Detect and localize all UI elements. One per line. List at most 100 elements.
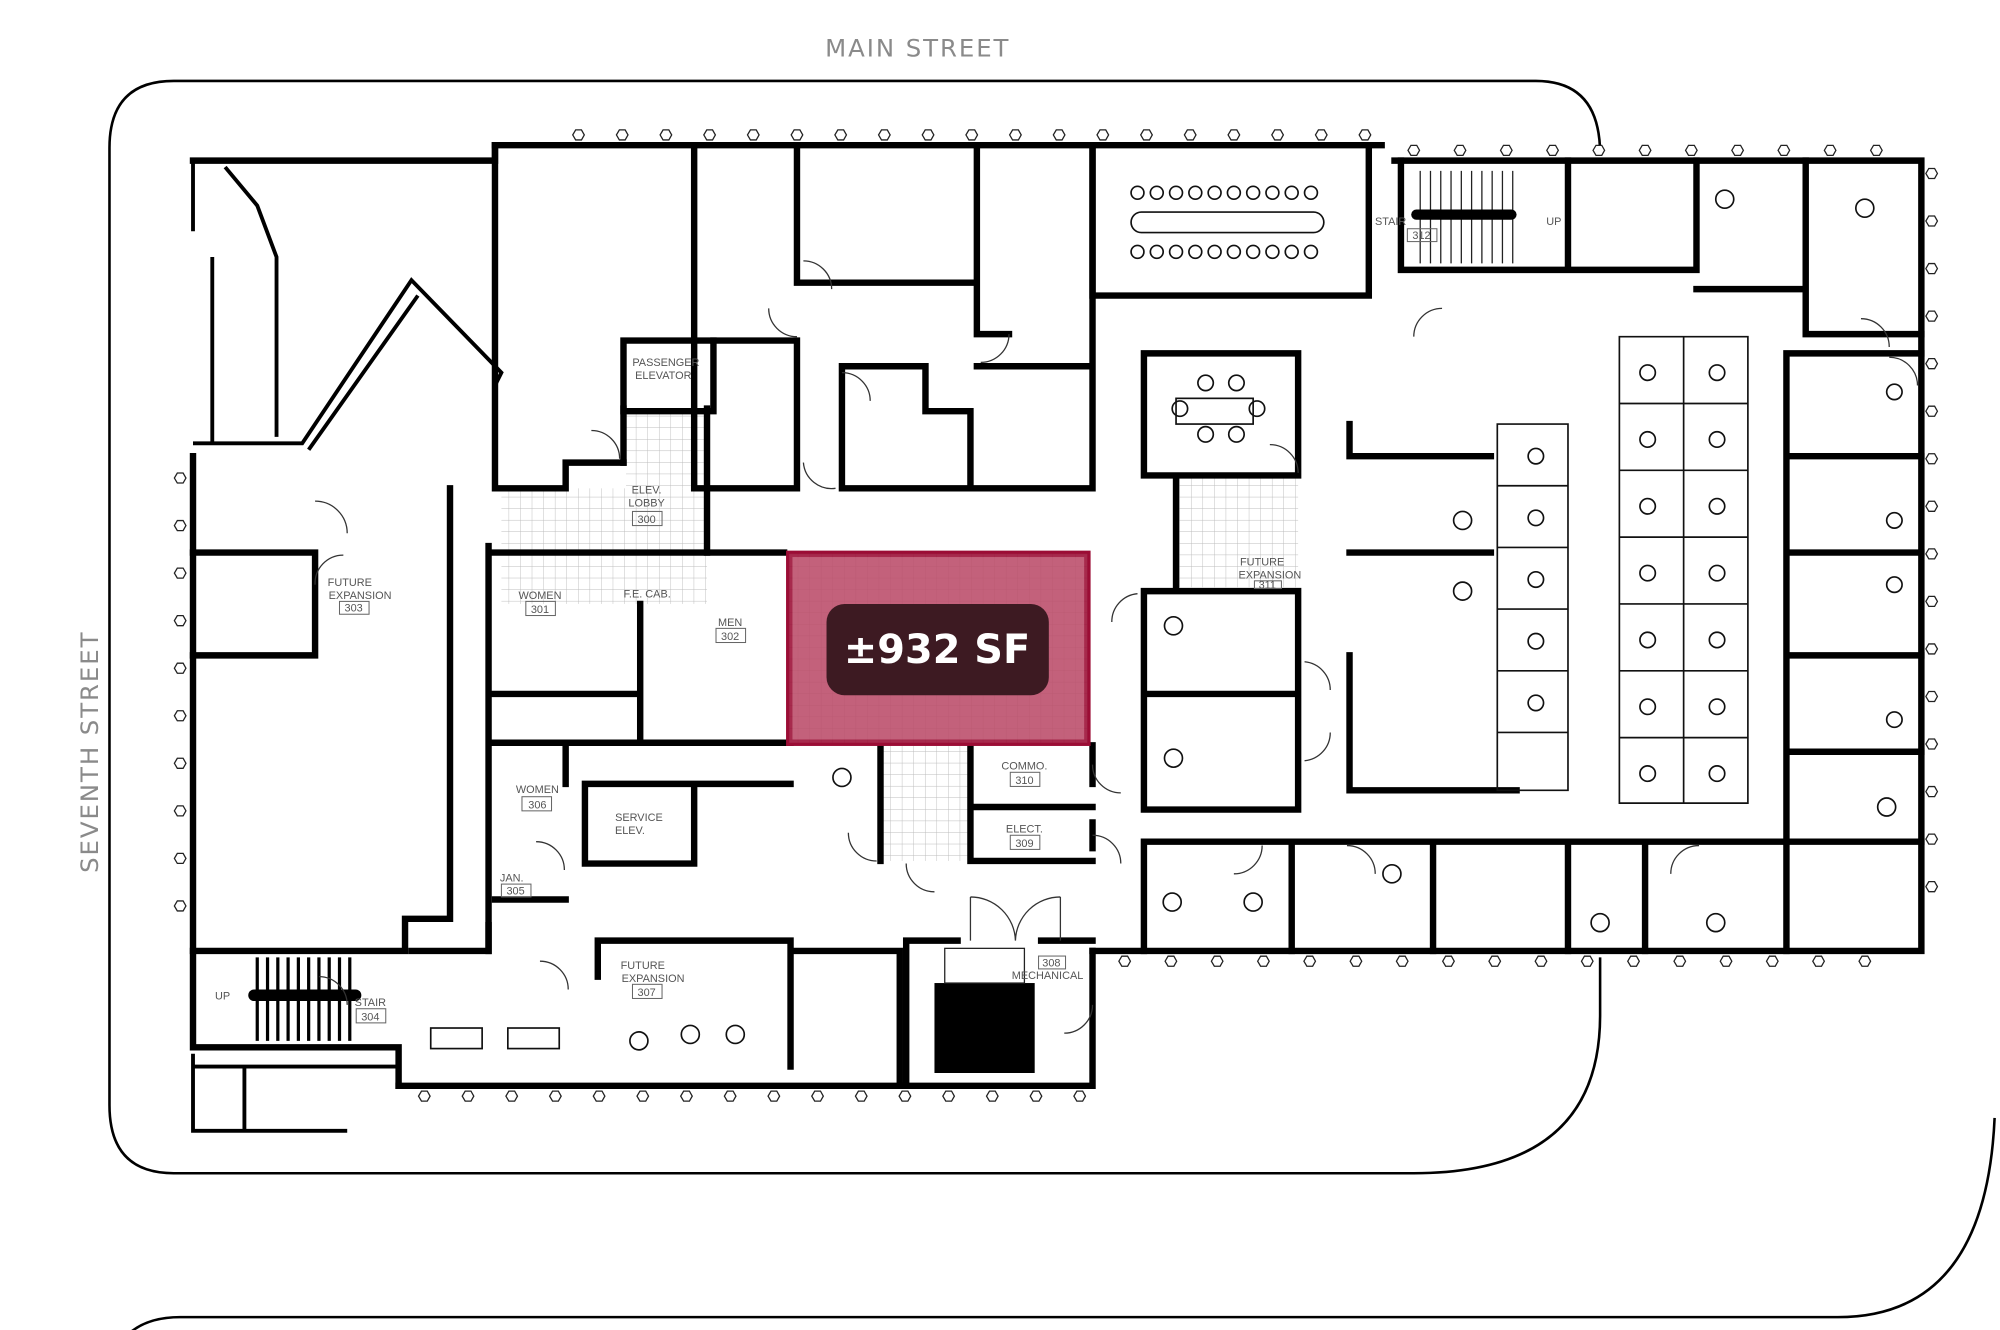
furniture (429, 211, 1749, 1050)
column-marker (571, 129, 586, 141)
stair-312-label: STAIR (1375, 216, 1406, 228)
chair-icon (1708, 765, 1726, 783)
chair-icon (1452, 581, 1473, 601)
chair-icon (1705, 912, 1726, 933)
chair-icon (1885, 711, 1903, 729)
column-marker (1684, 144, 1698, 157)
column-marker (965, 129, 979, 141)
column-marker (1925, 738, 1939, 750)
room-number-310: 310 (1015, 775, 1033, 787)
stair-312-up: UP (1546, 216, 1561, 228)
chair-icon (1854, 198, 1875, 219)
column-marker (1453, 144, 1467, 157)
column-marker (1210, 955, 1224, 967)
column-marker (1673, 955, 1687, 967)
column-marker (1139, 129, 1154, 141)
column-marker (1777, 144, 1791, 157)
column-marker (173, 900, 187, 912)
room-number-304: 304 (361, 1011, 379, 1023)
chair-icon (1188, 185, 1203, 201)
column-marker (1395, 955, 1409, 967)
highlighted-suite[interactable]: ±932 SF (786, 550, 1091, 746)
doors (314, 260, 1919, 1034)
column-marker (636, 1090, 650, 1102)
chair-icon (1639, 430, 1657, 449)
elect-309-label: ELECT. (1006, 824, 1043, 836)
chair-icon (1207, 185, 1222, 201)
column-marker (1765, 955, 1779, 967)
column-marker (1441, 955, 1455, 967)
chair-icon (1207, 244, 1222, 260)
column-marker (1925, 643, 1939, 655)
chair-icon (1248, 400, 1266, 418)
column-marker (1183, 129, 1197, 141)
column-marker (1925, 785, 1939, 798)
column-marker (1096, 129, 1110, 141)
elev-lobby-label-2: LOBBY (628, 497, 665, 509)
column-marker (173, 567, 187, 579)
women-301-label: WOMEN (518, 590, 561, 602)
curb-outline (108, 79, 1602, 1175)
column-marker (173, 757, 187, 769)
passenger-elevator-label: PASSENGER (632, 357, 699, 369)
column-marker (1731, 144, 1745, 157)
future-307-label: FUTURE (621, 960, 665, 972)
column-marker (1407, 144, 1421, 157)
chair-icon (1163, 615, 1184, 636)
chairs (629, 185, 1903, 1051)
chair-icon (1639, 698, 1657, 716)
column-marker (1925, 262, 1939, 275)
chair-icon (1708, 364, 1726, 382)
column-marker (1580, 955, 1594, 967)
room-number-308: 308 (1042, 957, 1060, 969)
future-311-label-2: EXPANSION (1238, 569, 1301, 581)
room-number-301: 301 (531, 604, 549, 616)
chair-icon (1708, 497, 1726, 515)
column-marker (1858, 955, 1872, 967)
stair-312-treads (1411, 170, 1517, 264)
column-marker (173, 710, 187, 722)
chair-icon (1708, 564, 1726, 582)
chair-icon (1639, 765, 1657, 783)
chair-icon (1590, 912, 1610, 933)
chair-icon (1639, 364, 1657, 382)
column-marker (854, 1090, 868, 1102)
future-303-label-2: EXPANSION (329, 590, 392, 602)
room-number-306: 306 (528, 799, 546, 811)
chair-icon (1163, 748, 1184, 768)
commo-310-label: COMMO. (1001, 761, 1047, 773)
column-marker (615, 129, 629, 141)
chair-icon (1226, 185, 1242, 201)
room-number-312: 312 (1412, 230, 1430, 242)
column-marker (1118, 955, 1132, 967)
column-marker (1349, 955, 1363, 967)
column-marker (173, 805, 187, 817)
chair-icon (1527, 694, 1545, 712)
room-number-305: 305 (506, 885, 524, 897)
room-number-302: 302 (721, 631, 739, 643)
future-303-label: FUTURE (328, 577, 372, 589)
main-street-label: MAIN STREET (825, 34, 1010, 63)
chair-icon (1452, 510, 1473, 531)
column-marker (985, 1090, 999, 1102)
column-marker (548, 1090, 562, 1102)
curb-outline-lower (131, 1117, 1996, 1330)
column-marker (1925, 690, 1939, 703)
passenger-elevator-label-2: ELEVATOR (635, 370, 691, 382)
column-marker (1592, 144, 1606, 157)
column-marker (746, 129, 760, 141)
column-marker (1869, 144, 1883, 157)
column-marker (1925, 215, 1939, 227)
column-marker (1925, 500, 1939, 512)
column-marker (173, 662, 187, 674)
chair-icon (1885, 511, 1903, 529)
chair-icon (1245, 244, 1261, 260)
chair-icon (1284, 244, 1299, 260)
column-marker (173, 519, 187, 532)
column-marker (1073, 1090, 1087, 1102)
chair-icon (1639, 497, 1657, 515)
chair-icon (629, 1031, 649, 1051)
elev-lobby-floor (501, 488, 708, 604)
chair-icon (1527, 509, 1545, 527)
chair-icon (1708, 430, 1726, 449)
